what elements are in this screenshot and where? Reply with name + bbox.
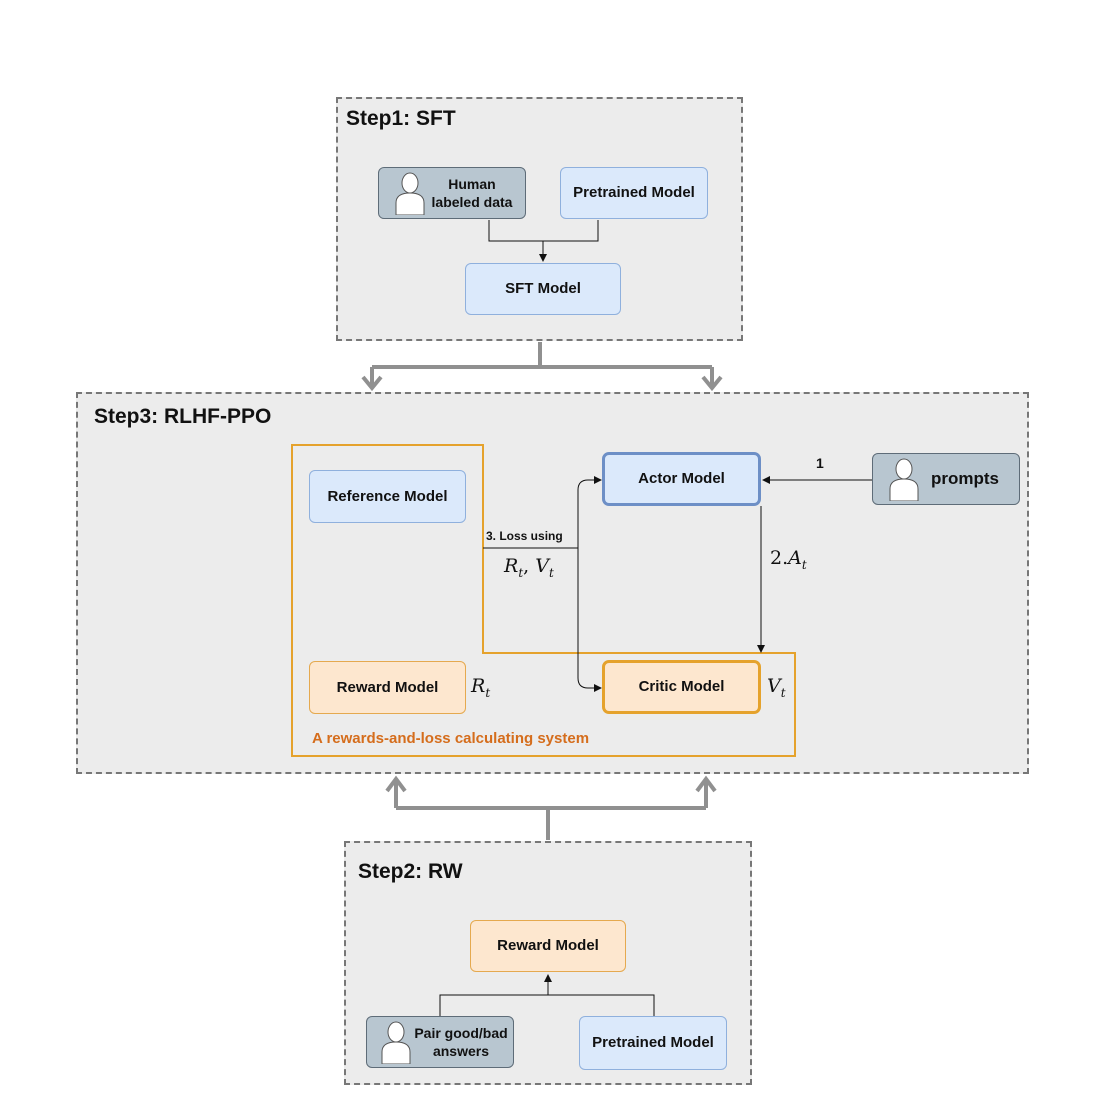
critic-var: V bbox=[767, 675, 781, 697]
loss-vars-label: Rt, Vt bbox=[504, 555, 554, 580]
step1-merge-line bbox=[488, 220, 599, 242]
critic-var-label: Vt bbox=[767, 675, 786, 700]
actor-model-node: Actor Model bbox=[602, 452, 761, 506]
pair-answers-label: Pair good/bad answers bbox=[414, 1025, 508, 1059]
critic-model-node: Critic Model bbox=[602, 660, 761, 714]
edge3-label: 3. Loss using bbox=[486, 529, 563, 543]
step3-title: Step3: RLHF-PPO bbox=[94, 405, 272, 428]
loss-r: R bbox=[504, 555, 519, 577]
person-icon bbox=[889, 458, 919, 501]
edge2-sub: t bbox=[801, 557, 807, 572]
person-icon bbox=[395, 172, 425, 215]
reward-loss-system-outline bbox=[291, 444, 796, 757]
loss-r-sub: t bbox=[518, 565, 524, 580]
step2-pretrained-model-node: Pretrained Model bbox=[579, 1016, 727, 1070]
step2-title: Step2: RW bbox=[358, 860, 463, 883]
prompts-node: prompts bbox=[872, 453, 1020, 505]
step2-to-step3-arrow bbox=[385, 775, 717, 840]
reward-var-sub: t bbox=[485, 685, 491, 700]
reward-var: R bbox=[471, 675, 486, 697]
person-icon bbox=[381, 1021, 411, 1064]
critic-var-sub: t bbox=[780, 685, 786, 700]
step3-container bbox=[76, 392, 1029, 774]
human-labeled-data-node: Human labeled data bbox=[378, 167, 526, 219]
reference-model-node: Reference Model bbox=[309, 470, 466, 523]
step3-reward-model-node: Reward Model bbox=[309, 661, 466, 714]
loss-v-sub: t bbox=[548, 565, 554, 580]
sft-model-node: SFT Model bbox=[465, 263, 621, 315]
loss-v: V bbox=[535, 555, 549, 577]
reward-var-label: Rt bbox=[471, 675, 490, 700]
edge1-label: 1 bbox=[816, 455, 824, 471]
edge-loss-to-critic bbox=[577, 548, 602, 692]
edge-loss-to-actor bbox=[577, 476, 602, 548]
human-labeled-data-label: Human labeled data bbox=[431, 176, 513, 210]
step1-pretrained-model-node: Pretrained Model bbox=[560, 167, 708, 219]
prompts-label: prompts bbox=[931, 469, 999, 488]
edge2-prefix: 2. bbox=[770, 547, 789, 569]
step2-reward-model-node: Reward Model bbox=[470, 920, 626, 972]
pair-answers-node: Pair good/bad answers bbox=[366, 1016, 514, 1068]
reward-loss-system-label: A rewards-and-loss calculating system bbox=[312, 730, 590, 747]
edge2-label: 2.At bbox=[770, 547, 807, 572]
edge2-var: A bbox=[788, 547, 802, 569]
step2-merge-line bbox=[439, 994, 655, 1016]
step1-title: Step1: SFT bbox=[346, 107, 456, 130]
step1-to-step3-arrow bbox=[361, 342, 723, 392]
